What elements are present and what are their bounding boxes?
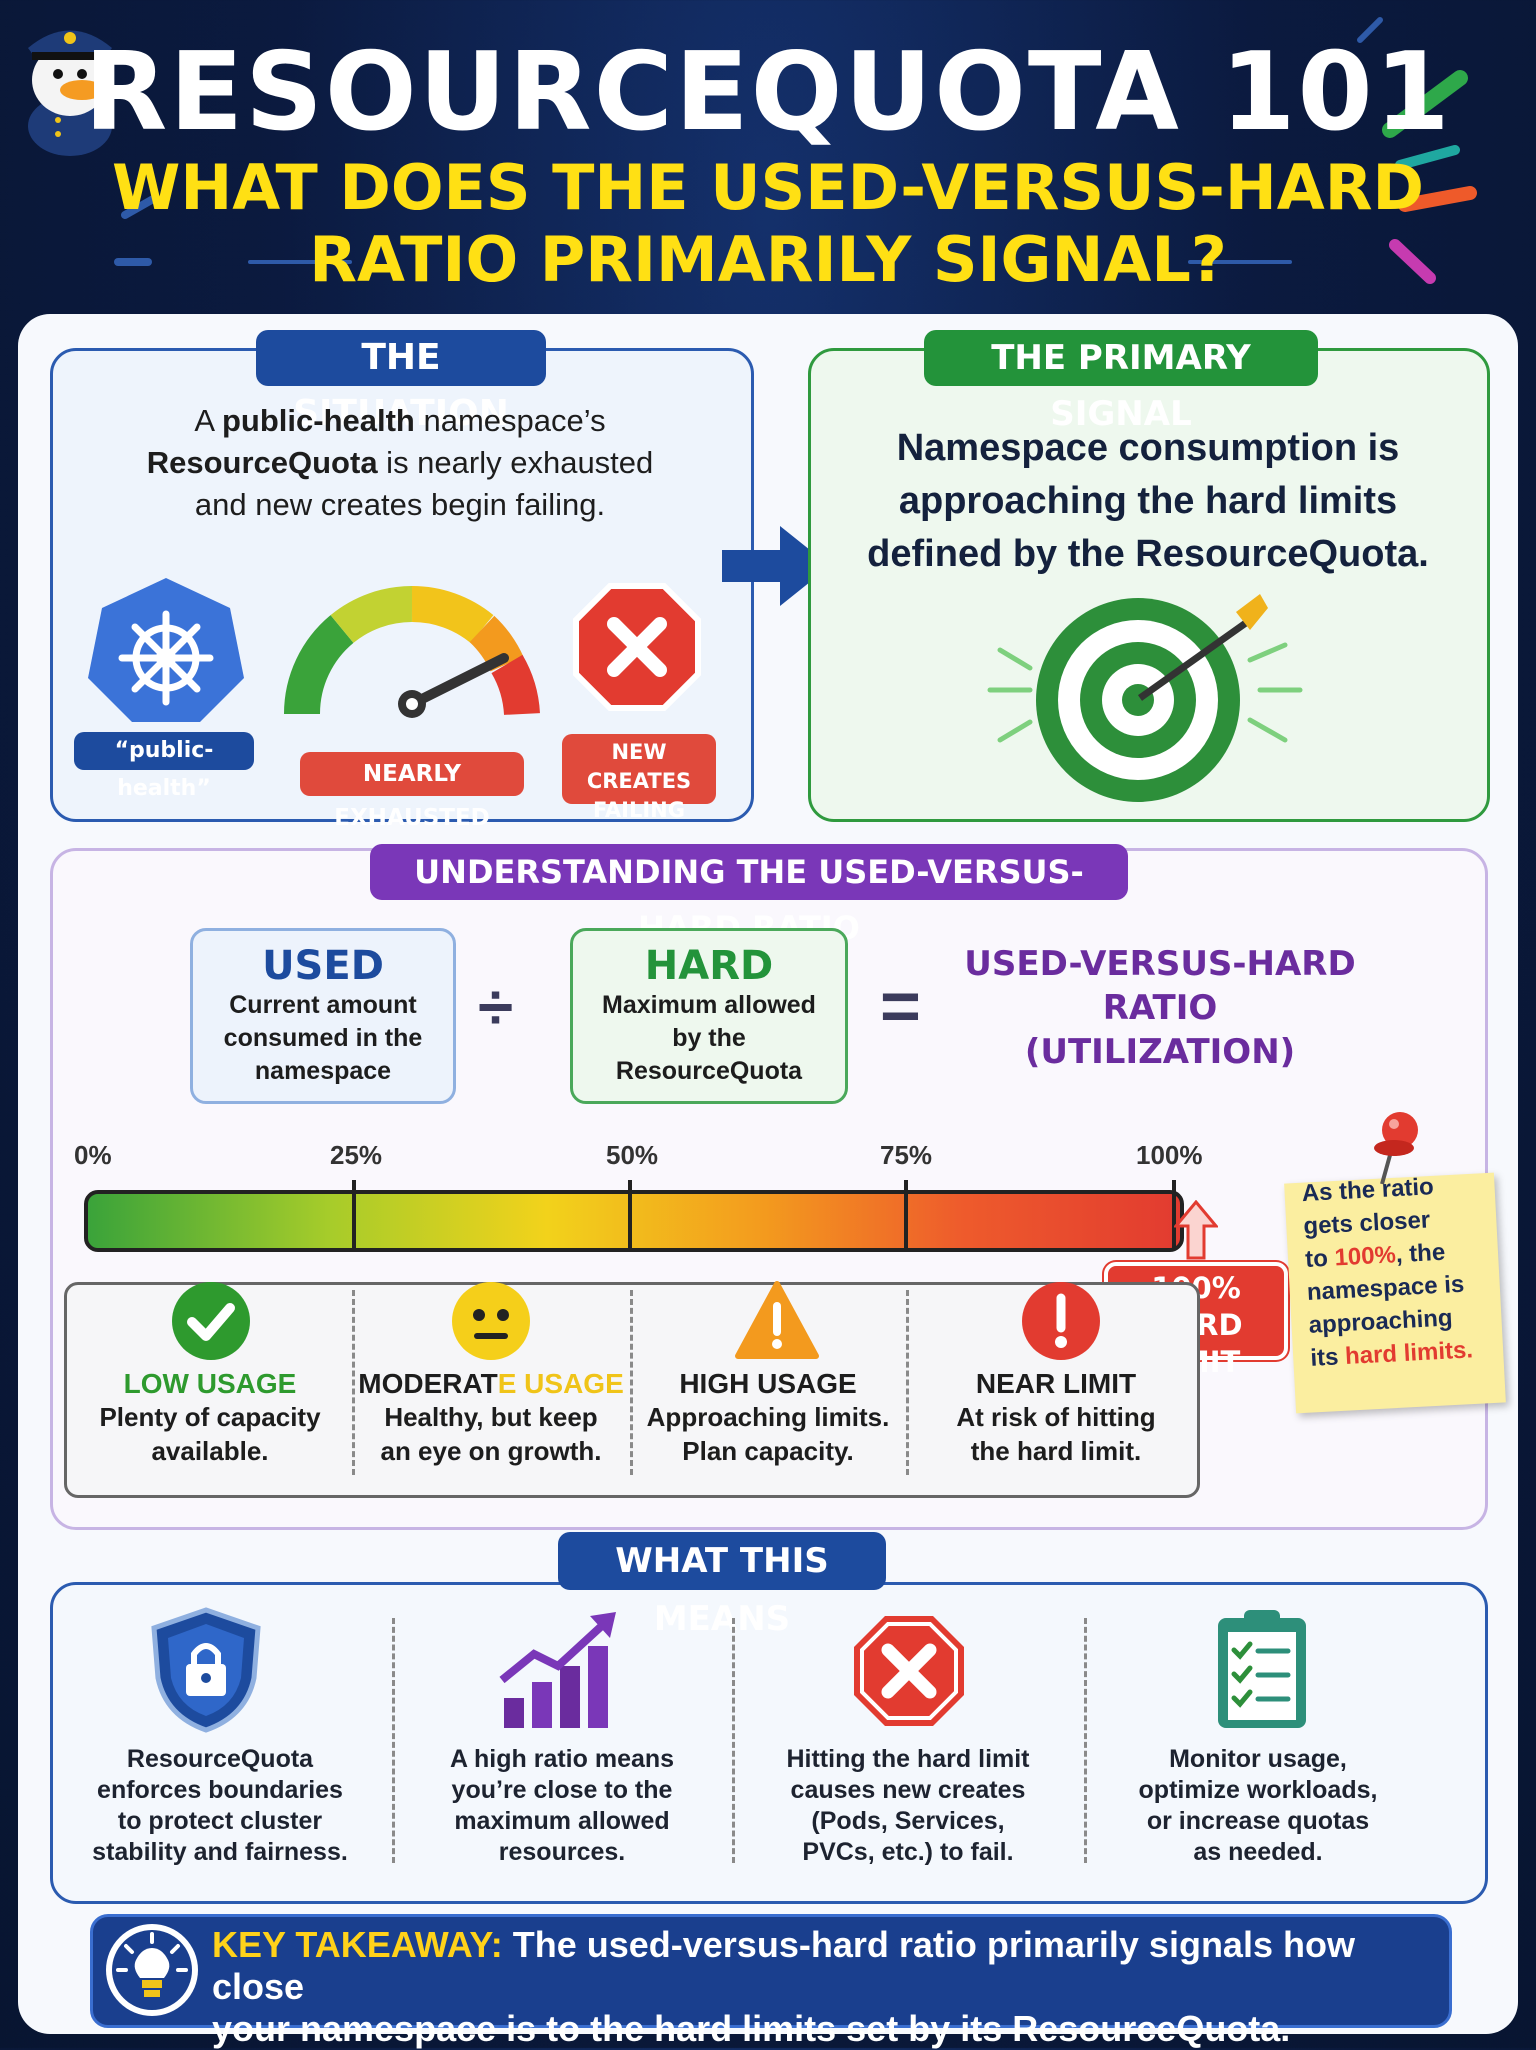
equals-symbol: = [880,967,921,1045]
hard-title: HARD [644,943,774,989]
clipboard-checklist-icon [1218,1610,1306,1728]
pushpin-icon [1374,1112,1418,1185]
level-high: HIGH USAGE Approaching limits. Plan capa… [646,1368,890,1466]
page-title: RESOURCEQUOTA 101 [84,30,1452,155]
kubernetes-helm-icon [88,578,244,722]
means-separator-1 [392,1618,395,1863]
primary-signal-text: Namespace consumption is approaching the… [867,427,1429,575]
lightbulb-icon [106,1924,198,2016]
bar-divider-50 [628,1180,632,1248]
error-x-icon [573,583,701,711]
page-subtitle: WHAT DOES THE USED-VERSUS-HARD RATIO PRI… [0,152,1536,296]
divide-symbol: ÷ [478,971,514,1043]
situation-text: A public-health namespace’s ResourceQuot… [146,403,654,522]
means-item-4: Monitor usage,optimize workloads,or incr… [1138,1745,1378,1866]
means-heading: WHAT THIS MEANS [558,1532,886,1639]
alert-circle-icon [1022,1282,1100,1360]
stop-x-icon [854,1616,964,1726]
subtitle-line-1: WHAT DOES THE USED-VERSUS-HARD [112,151,1424,224]
bar-divider-25 [352,1180,356,1248]
right-sparkles [248,17,1477,284]
warning-triangle-icon [735,1281,819,1359]
gauge-icon [283,585,540,718]
level-separator-2 [630,1290,633,1475]
level-near-limit: NEAR LIMIT At risk of hitting the hard l… [956,1368,1156,1466]
means-separator-2 [732,1618,735,1863]
growth-chart-icon [499,1612,616,1728]
neutral-face-icon [452,1282,530,1360]
ratio-result: USED-VERSUS-HARD RATIO (UTILIZATION) [964,944,1356,1072]
ratio-heading: UNDERSTANDING THE USED-VERSUS-HARD RATIO [370,844,1128,947]
check-circle-icon [172,1282,250,1360]
subtitle-line-2: RATIO PRIMARILY SIGNAL? [309,223,1227,296]
duck-captain-mascot-icon [28,30,112,156]
key-takeaway-banner [90,1914,1452,2028]
arrow-right-icon [722,526,830,606]
up-arrow-icon [1174,1200,1218,1260]
situation-heading: THE SITUATION [256,330,546,434]
tick-100: 100% [1136,1140,1203,1170]
level-moderate: MODERATE USAGE Healthy, but keep an eye … [358,1368,624,1466]
used-title: USED [262,943,384,989]
key-takeaway-text: KEY TAKEAWAY: The used-versus-hard ratio… [212,1924,1355,2049]
new-creates-failing-badge: NEW CREATES FAILING [562,734,716,822]
target-arrow-icon [987,594,1303,802]
used-box: USED Current amount consumed in the name… [190,928,456,1104]
nearly-exhausted-badge: NEARLY EXHAUSTED [300,752,524,831]
hard-box: HARD Maximum allowed by the ResourceQuot… [570,928,848,1104]
level-separator-3 [906,1290,909,1475]
bar-divider-75 [904,1180,908,1248]
level-separator-1 [352,1290,355,1475]
means-separator-3 [1084,1618,1087,1863]
left-sparkles [114,194,159,266]
tick-50: 50% [606,1140,659,1170]
tick-75: 75% [880,1140,933,1170]
namespace-badge: “public-health” [74,732,254,801]
header-decorations [114,17,1477,284]
level-low: LOW USAGE Plenty of capacity available. [99,1368,321,1466]
shield-lock-icon [151,1607,261,1733]
utilization-bar [84,1190,1184,1252]
primary-signal-heading: THE PRIMARY SIGNAL [924,330,1318,434]
bar-divider-100 [1172,1180,1176,1248]
tick-0: 0% [74,1140,112,1170]
tick-25: 25% [330,1140,383,1170]
sticky-note-text: As the ratio gets closer to 100%, the na… [1301,1173,1474,1372]
